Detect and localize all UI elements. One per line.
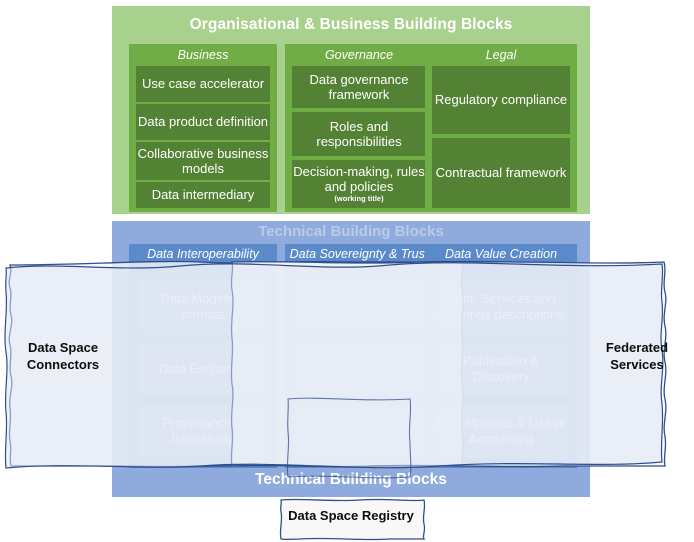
block-sublabel: (working title) — [334, 194, 384, 204]
column-business: Business Use case accelerator Data produ… — [129, 44, 277, 212]
data-space-connectors-label: Data Space Connectors — [26, 340, 100, 372]
block-publication-and-discovery[interactable]: Publication & Discovery — [434, 342, 568, 396]
block-data-services-and-offerings-descriptions[interactable]: Data, Services and Offerings description… — [434, 280, 568, 334]
block-label: Publication & Discovery — [463, 353, 539, 384]
technical-panel-title-bottom: Technical Building Blocks — [255, 471, 447, 488]
organisational-panel-title: Organisational & Business Building Block… — [189, 16, 513, 33]
block-label: Collaborative business models — [137, 145, 269, 176]
block-provenance-and-traceability[interactable]: Provenance & traceability — [138, 404, 268, 458]
block-data-intermediary[interactable]: Data intermediary — [136, 182, 270, 208]
column-data-value-creation: Data Value Creation Data, Services and O… — [425, 244, 577, 468]
block-label: Data Models & formats — [160, 291, 246, 322]
block-data-governance-framework[interactable]: Data governance framework — [292, 66, 426, 108]
column-governance-title: Governance — [324, 48, 394, 62]
federated-services-label: Federated Services — [605, 340, 669, 372]
block-label: Data intermediary — [151, 187, 255, 203]
column-data-value-creation-title: Data Value Creation — [444, 247, 558, 261]
block-data-models-and-formats[interactable]: Data Models & formats — [138, 280, 268, 334]
column-data-interoperability-title: Data Interoperability — [147, 247, 259, 261]
block-label: Identity Management — [298, 361, 420, 377]
block-label: Provenance & traceability — [162, 415, 244, 446]
block-decision-making-rules-and-policies[interactable]: Decision-making, rules and policies (wor… — [292, 160, 426, 208]
block-marketplaces-and-usage-accounting[interactable]: Marketplaces & Usage Accounting — [434, 404, 568, 458]
block-label: Data Exchange — [158, 361, 248, 377]
block-use-case-accelerator[interactable]: Use case accelerator — [136, 66, 270, 102]
block-label: Trust — [344, 423, 374, 439]
block-identity-management[interactable]: Identity Management — [294, 342, 424, 396]
block-label: Access & usage policies and control — [303, 291, 415, 322]
block-access-and-usage-policies-and-control[interactable]: Access & usage policies and control — [294, 280, 424, 334]
block-label: Contractual framework — [435, 165, 567, 181]
block-label: Regulatory compliance — [434, 92, 568, 108]
block-label: Marketplaces & Usage Accounting — [435, 415, 567, 446]
column-legal: Legal Regulatory compliance Contractual … — [425, 44, 577, 212]
column-governance: Governance Data governance framework Rol… — [285, 44, 433, 212]
column-legal-title: Legal — [485, 48, 517, 62]
block-data-product-definition[interactable]: Data product definition — [136, 104, 270, 140]
column-data-interoperability: Data Interoperability Data Models & form… — [129, 244, 277, 468]
block-label: Roles and responsibilities — [316, 118, 402, 149]
block-label: Data governance framework — [309, 71, 409, 102]
data-space-registry-label: Data Space Registry — [288, 508, 414, 523]
column-data-sovereignty-and-trust-title: Data Sovereignty & Trust — [289, 247, 429, 261]
column-business-title: Business — [177, 48, 229, 62]
block-regulatory-compliance[interactable]: Regulatory compliance — [432, 66, 570, 134]
block-roles-and-responsibilities[interactable]: Roles and responsibilities — [292, 112, 426, 156]
block-collaborative-business-models[interactable]: Collaborative business models — [136, 142, 270, 180]
technical-panel-title-top: Technical Building Blocks — [258, 223, 444, 240]
block-contractual-framework[interactable]: Contractual framework — [432, 138, 570, 208]
technical-building-blocks-panel: Technical Building Blocks Data Interoper… — [112, 221, 590, 497]
block-label: Use case accelerator — [141, 76, 265, 92]
block-label: Data product definition — [137, 114, 269, 130]
block-trust[interactable]: Trust — [294, 404, 424, 458]
column-data-sovereignty-and-trust: Data Sovereignty & Trust Access & usage … — [285, 244, 433, 468]
organisational-building-blocks-panel: Organisational & Business Building Block… — [112, 6, 590, 214]
block-data-exchange[interactable]: Data Exchange — [138, 342, 268, 396]
block-label: Data, Services and Offerings description… — [438, 291, 564, 322]
block-label: Decision-making, rules and policies — [293, 163, 425, 195]
